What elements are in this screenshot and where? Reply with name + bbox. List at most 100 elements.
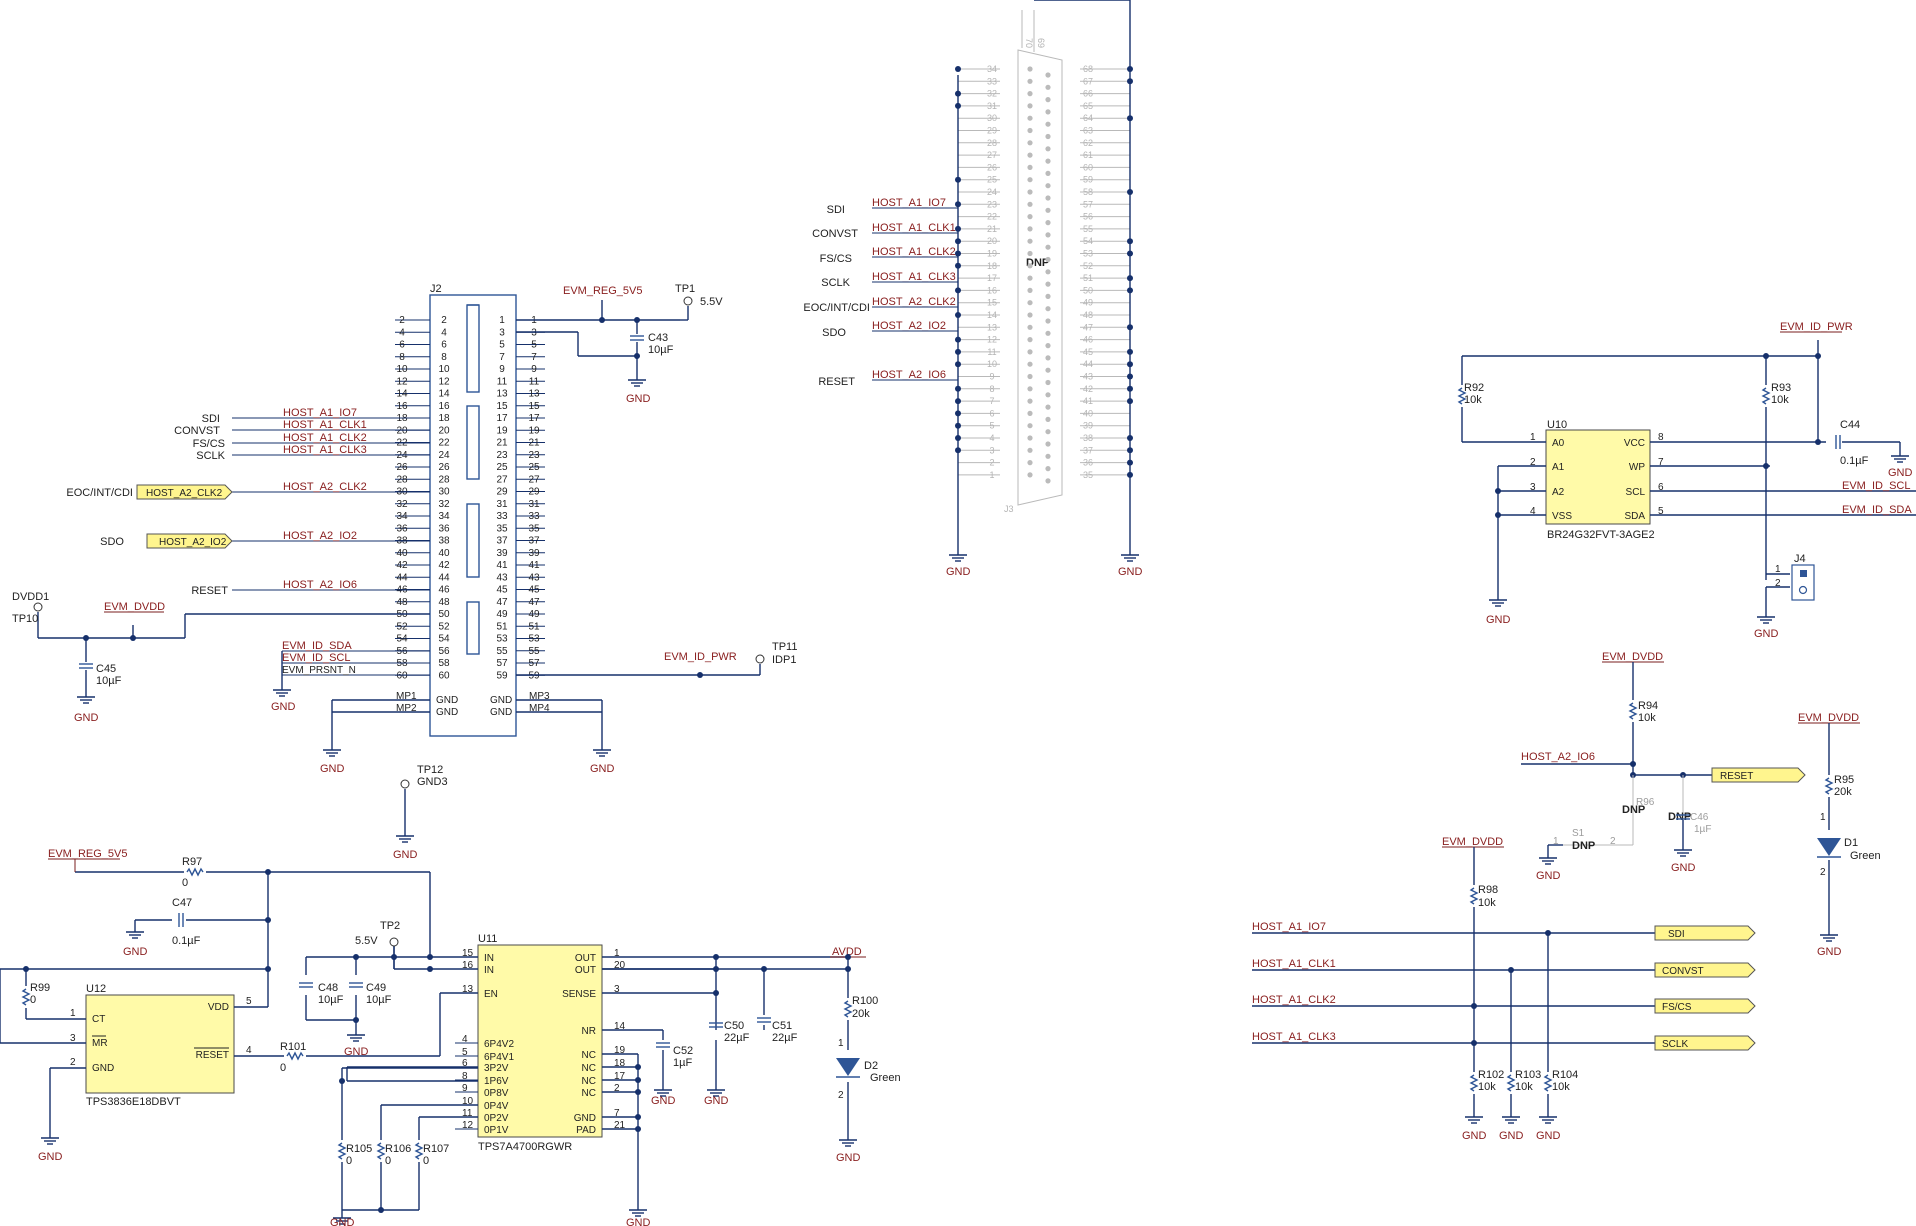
- u12-num-2: 2: [70, 1057, 76, 1068]
- r101-val: 0: [280, 1062, 286, 1074]
- j2-pin-label: 53: [528, 634, 540, 645]
- j2-pin-label: 29: [528, 487, 540, 498]
- j3-pin-label: 40: [1083, 408, 1093, 418]
- u12-pin-mr: MR: [92, 1038, 108, 1049]
- j2-pin-label: 35: [528, 523, 540, 534]
- c50-ref: C50: [724, 1020, 744, 1032]
- r92-val: 10k: [1464, 394, 1482, 406]
- j3-pin-label: 14: [987, 310, 997, 320]
- j2-pin-label: 26: [438, 462, 450, 473]
- j2-pin-label: 18: [438, 413, 450, 424]
- j3-pin-label: 56: [1083, 212, 1093, 222]
- j3-pin-label: 63: [1083, 126, 1093, 136]
- j2-pin-label: 52: [438, 621, 450, 632]
- gnd-label: GND: [626, 393, 651, 405]
- r93-ref: R93: [1771, 382, 1791, 394]
- net-evm-dvdd-r94: EVM_DVDD: [1602, 651, 1663, 663]
- u10-num-3: 3: [1530, 482, 1536, 493]
- j2-pin-label: 27: [496, 474, 508, 485]
- j2-pin-label: 25: [528, 462, 540, 473]
- net-host-a1-clk3: HOST_A1_CLK3: [1252, 1031, 1336, 1043]
- u11-pin-number: 7: [614, 1108, 620, 1119]
- r102-ref: R102: [1478, 1069, 1504, 1081]
- j2-pin-label: 44: [438, 572, 450, 583]
- j2-pin-label: 17: [496, 413, 508, 424]
- serial-pulls: EVM_DVDD R98 10k HOST_A1_IO7 HOST_A1_CLK…: [1252, 836, 1756, 1142]
- u11-body: [477, 944, 603, 1138]
- j3-pin-label: 67: [1083, 76, 1093, 86]
- j3-sdi-label: SDI: [827, 204, 845, 216]
- j2-pin-label: 1: [499, 315, 505, 326]
- u11-pin-number: 16: [462, 960, 474, 971]
- s1-dnp: DNP: [1572, 840, 1595, 852]
- j2-pin-label: 9: [499, 364, 505, 375]
- gnd-label: GND: [271, 701, 296, 713]
- u11-pin-label: 0P8V: [484, 1088, 509, 1099]
- u11-pin-number: 15: [462, 948, 474, 959]
- net-host-a2-io6-reset: HOST_A2_IO6: [1521, 751, 1595, 763]
- j2-pin-label: 3: [499, 327, 505, 338]
- j2-pin-label: 59: [496, 670, 508, 681]
- c45-ref: C45: [96, 663, 116, 675]
- gnd-label: GND: [1499, 1130, 1524, 1142]
- net-evm-prsnt-n: EVM_PRSNT_N: [282, 665, 356, 676]
- j2-pin-label: 30: [438, 487, 450, 498]
- j2-pin-label: 51: [528, 621, 540, 632]
- u10-num-6: 6: [1658, 482, 1664, 493]
- u11-pin-label: OUT: [575, 953, 596, 964]
- j2-pin-label: 14: [396, 389, 408, 400]
- tp12-name: GND3: [417, 776, 448, 788]
- u11-pin-label: 6P4V1: [484, 1052, 514, 1063]
- j3-pin-label: 26: [987, 162, 997, 172]
- j3-pin-label: 68: [1083, 64, 1093, 74]
- u10-body: [1545, 429, 1651, 525]
- j2-pin-label: 54: [438, 634, 450, 645]
- net-evm-reg-5v5-u12: EVM_REG_5V5: [48, 848, 127, 860]
- gnd-label: GND: [1536, 870, 1561, 882]
- j2-pin-label: 14: [438, 389, 450, 400]
- net-evm-id-scl-u10: EVM_ID_SCL: [1842, 480, 1910, 492]
- j3-pin-label: 34: [987, 64, 997, 74]
- c46-dnp: DNP: [1668, 811, 1691, 823]
- u11-pin-number: 2: [614, 1083, 620, 1094]
- r101-ref: R101: [280, 1041, 306, 1053]
- j3-pin-label: 65: [1083, 101, 1093, 111]
- net-host-a1-clk1: HOST_A1_CLK1: [283, 419, 367, 431]
- u10-pin-a2: A2: [1552, 487, 1565, 498]
- gnd-label: GND: [946, 566, 971, 578]
- gnd-label: GND: [123, 946, 148, 958]
- j2-pin-label: 24: [438, 450, 450, 461]
- c52-val: 1µF: [673, 1057, 692, 1069]
- j2-pin-label: 47: [496, 597, 508, 608]
- j2-pin-label: 33: [496, 511, 508, 522]
- j2-pin-label: 55: [528, 646, 540, 657]
- gnd-label: GND: [393, 849, 418, 861]
- j3-pin-label: 23: [987, 199, 997, 209]
- gnd-label: GND: [1486, 614, 1511, 626]
- gnd-label: GND: [320, 763, 345, 775]
- net-host-a1-io7: HOST_A1_IO7: [1252, 921, 1326, 933]
- j2-pin-label: 52: [396, 621, 408, 632]
- r96-dnp: DNP: [1622, 804, 1645, 816]
- j2-pin-label: 9: [531, 364, 537, 375]
- j2-pin-label: 31: [496, 499, 508, 510]
- j2-pin-label: 32: [396, 499, 408, 510]
- u11-pin-number: 10: [462, 1096, 474, 1107]
- j2-mp-label: MP3: [529, 691, 550, 702]
- j3-pin-label: 24: [987, 187, 997, 197]
- c46-ref: C46: [1690, 812, 1709, 823]
- net-host-a2-clk2: HOST_A2_CLK2: [283, 481, 367, 493]
- j3-pin-label: 11: [987, 347, 996, 357]
- u10-ref: U10: [1547, 419, 1567, 431]
- fscs-offsheet-text: FS/CS: [1662, 1002, 1692, 1013]
- tp10-ref: TP10: [12, 613, 38, 625]
- sdo-offsheet-text: HOST_A2_IO2: [159, 537, 227, 548]
- eeprom-u10: U10 BR24G32FVT-3AGE2 A0 A1 A2 VSS VCC WP…: [1456, 321, 1916, 640]
- reset-offsheet-label: [1711, 767, 1806, 783]
- j2-pin-label: 39: [496, 548, 508, 559]
- j2-pin-label: 22: [438, 438, 450, 449]
- j4-header[interactable]: [1791, 564, 1815, 601]
- j2-pin-label: 2: [399, 315, 405, 326]
- gnd-label: GND: [836, 1152, 861, 1164]
